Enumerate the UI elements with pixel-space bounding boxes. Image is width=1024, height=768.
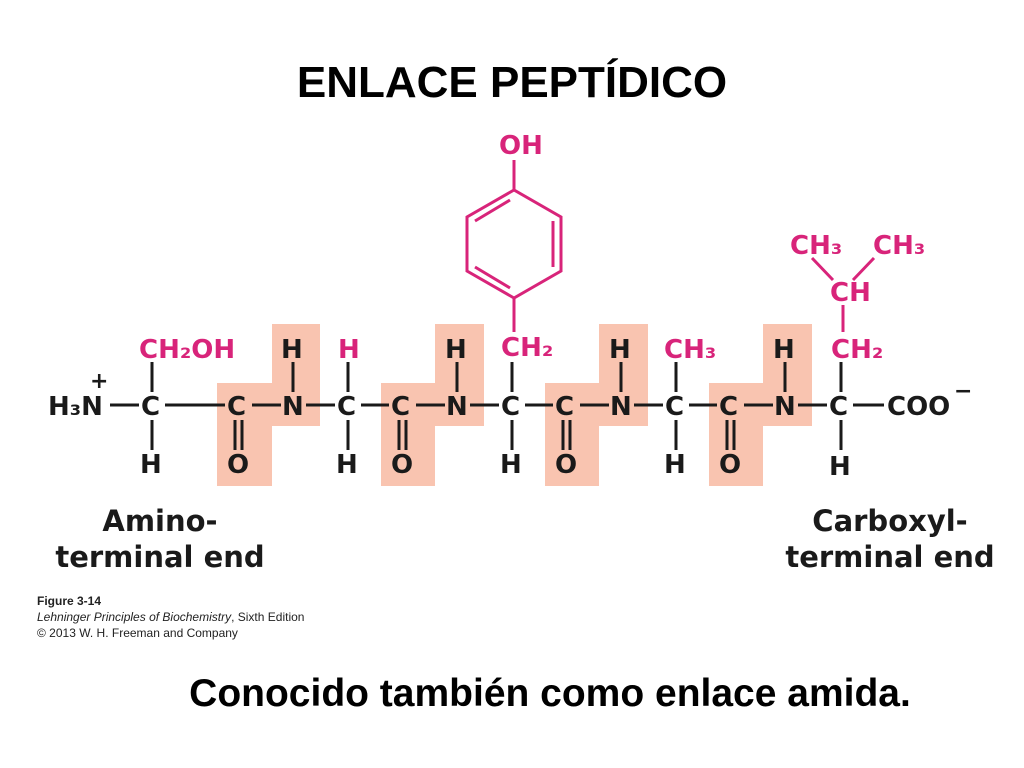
carboxyl-terminal-line2: terminal end	[785, 540, 995, 574]
benzene-ring	[465, 188, 563, 300]
backbone-bonds	[110, 362, 884, 450]
peptide-structure-diagram: H₃N + C C N C C N C C N C C N C COO − H …	[48, 131, 972, 486]
carbonyl-carbon-1: C	[227, 392, 246, 422]
alpha-hydrogen-3: H	[500, 450, 522, 480]
figure-number: Figure 3-14	[37, 594, 102, 608]
carbonyl-oxygen-3: O	[555, 450, 577, 480]
c-terminus-charge: −	[954, 379, 972, 404]
serine-side-chain: CH₂OH	[139, 335, 235, 365]
carbonyl-oxygen-1: O	[227, 450, 249, 480]
carboxyl-terminal-line1: Carboxyl-	[812, 504, 968, 538]
carbonyl-oxygen-4: O	[719, 450, 741, 480]
subtitle: Conocido también como enlace amida.	[189, 672, 911, 715]
alpha-carbon-2: C	[337, 392, 356, 422]
page-title: ENLACE PEPTÍDICO	[296, 58, 728, 107]
leucine-ch3-right: CH₃	[873, 231, 925, 261]
carbonyl-carbon-2: C	[391, 392, 410, 422]
tyrosine-ch2: CH₂	[501, 333, 553, 363]
amide-nitrogen-2: N	[446, 392, 468, 422]
amide-hydrogen-4: H	[773, 335, 795, 365]
backbone-atoms: H₃N + C C N C C N C C N C C N C COO − H …	[48, 335, 972, 482]
amide-nitrogen-4: N	[774, 392, 796, 422]
glycine-side-chain: H	[338, 335, 360, 365]
book-title: Lehninger Principles of Biochemistry	[37, 610, 232, 624]
alpha-carbon-1: C	[141, 392, 160, 422]
figure-source: Lehninger Principles of Biochemistry, Si…	[37, 609, 304, 625]
side-chain-bonds	[465, 160, 876, 332]
carbonyl-carbon-4: C	[719, 392, 738, 422]
amino-terminal-line2: terminal end	[55, 540, 265, 574]
amide-hydrogen-3: H	[609, 335, 631, 365]
figure-copyright: © 2013 W. H. Freeman and Company	[37, 626, 238, 640]
amide-nitrogen-3: N	[610, 392, 632, 422]
leucine-ch: CH	[830, 278, 871, 308]
carbonyl-carbon-3: C	[555, 392, 574, 422]
c-terminus-label: COO	[887, 392, 950, 422]
carboxyl-terminal-label: Carboxyl- terminal end	[770, 503, 1010, 575]
tyrosine-oh: OH	[499, 131, 543, 161]
alanine-side-chain: CH₃	[664, 335, 716, 365]
amino-terminal-label: Amino- terminal end	[40, 503, 280, 575]
alpha-carbon-4: C	[665, 392, 684, 422]
alpha-carbon-5: C	[829, 392, 848, 422]
book-edition: , Sixth Edition	[231, 610, 305, 624]
alpha-hydrogen-5: H	[829, 452, 851, 482]
amide-hydrogen-1: H	[281, 335, 303, 365]
amide-hydrogen-2: H	[445, 335, 467, 365]
alpha-hydrogen-1: H	[140, 450, 162, 480]
leucine-ch3-left: CH₃	[790, 231, 842, 261]
figure-caption: Figure 3-14 Lehninger Principles of Bioc…	[37, 593, 304, 641]
n-terminus-charge: +	[90, 369, 108, 394]
alpha-carbon-3: C	[501, 392, 520, 422]
carbonyl-oxygen-2: O	[391, 450, 413, 480]
alpha-hydrogen-4: H	[664, 450, 686, 480]
amide-nitrogen-1: N	[282, 392, 304, 422]
n-terminus-label: H₃N	[48, 392, 103, 422]
leucine-ch2: CH₂	[831, 335, 883, 365]
amino-terminal-line1: Amino-	[102, 504, 218, 538]
side-chain-atoms: CH₂OH H CH₂ OH CH₃ CH₂ CH CH₃ CH₃	[139, 131, 925, 365]
alpha-hydrogen-2: H	[336, 450, 358, 480]
